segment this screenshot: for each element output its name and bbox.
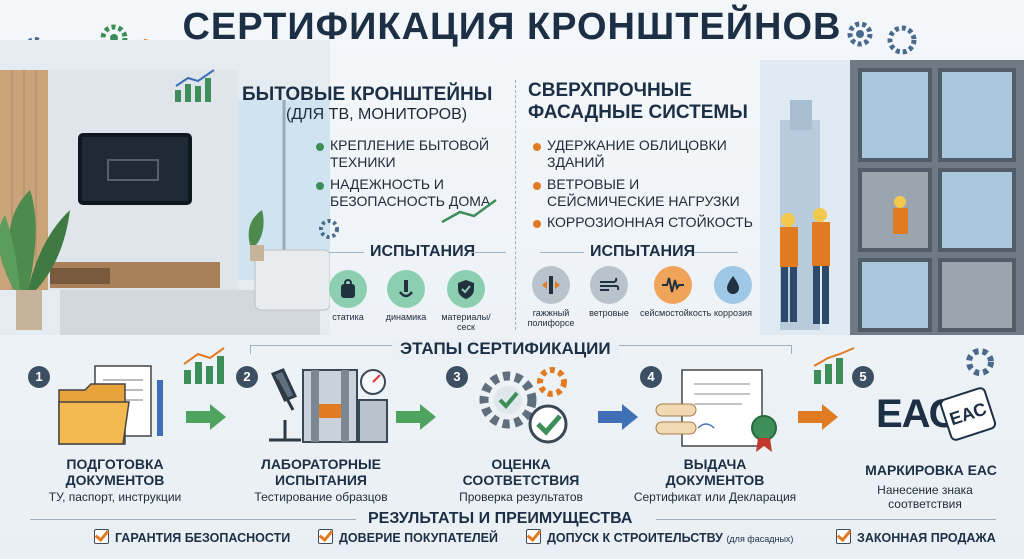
result-item: ЗАКОННАЯ ПРОДАЖА [836, 529, 996, 545]
result-item: ГАРАНТИЯ БЕЗОПАСНОСТИ [94, 529, 290, 545]
stage-title: МАРКИРОВКА ЕАС [865, 462, 997, 478]
test-static: статика [320, 270, 376, 322]
checkbox-icon [526, 529, 541, 544]
living-room-illustration [0, 40, 330, 335]
arrow-right-icon [186, 404, 226, 430]
gear-icon [847, 21, 917, 55]
facade-title: СВЕРХПРОЧНЫЕ ФАСАДНЫЕ СИСТЕМЫ [528, 80, 768, 124]
bullet-dot [316, 143, 324, 151]
facade-title-line1: СВЕРХПРОЧНЫЕ [528, 80, 692, 101]
test-label: материалы/сеск [441, 312, 491, 332]
stage-desc: Проверка результатов [459, 490, 583, 504]
stage-desc: Нанесение знака соответствия [877, 483, 973, 511]
wind-icon [590, 266, 628, 304]
seismic-wave-icon [654, 266, 692, 304]
stage-desc: Сертификат или Декларация [633, 490, 797, 504]
stage-title: ЛАБОРАТОРНЫЕ ИСПЫТАНИЯ [261, 456, 381, 488]
result-item: ДОПУСК К СТРОИТЕЛЬСТВУ (для фасадных) [526, 529, 793, 545]
test-load: гажжный полифорсе [524, 266, 578, 328]
divider [30, 519, 356, 520]
panel-divider [515, 80, 516, 330]
documents-folder-icon [58, 365, 163, 445]
facade-illustration [760, 60, 1024, 335]
press-icon [532, 266, 570, 304]
bullet-dot [533, 182, 541, 190]
stage-title: ОЦЕНКА СООТВЕТСТВИЯ [462, 456, 580, 488]
facade-bullet: УДЕРЖАНИЕ ОБЛИЦОВКИ ЗДАНИЙ [547, 137, 727, 170]
arrow-right-icon [598, 404, 638, 430]
results-label: РЕЗУЛЬТАТЫ И ПРЕИМУЩЕСТВА [368, 510, 633, 527]
divider [540, 252, 584, 253]
gears-check-icon [479, 367, 568, 444]
certificate-icon [655, 369, 777, 452]
bullet-dot [533, 143, 541, 151]
lab-microscope-icon [269, 368, 388, 443]
stage-number: 3 [446, 366, 468, 388]
result-label: ГАРАНТИЯ БЕЗОПАСНОСТИ [115, 531, 291, 545]
gear-icon [966, 348, 994, 376]
test-seismic: сейсмостойкость [640, 266, 712, 318]
result-note: (для фасадных) [726, 534, 794, 544]
test-label: коррозия [714, 308, 752, 318]
test-dynamic: динамика [378, 270, 434, 322]
facade-tests-label: ИСПЫТАНИЯ [590, 243, 696, 260]
growth-chart-icon [813, 347, 855, 384]
facade-bullet: КОРРОЗИОННАЯ СТОЙКОСТЬ [547, 214, 753, 230]
stage-desc: Тестирование образцов [254, 490, 388, 504]
stage-number: 1 [28, 366, 50, 388]
stage-desc: ТУ, паспорт, инструкции [48, 490, 182, 504]
household-tests-label: ИСПЫТАНИЯ [370, 243, 476, 260]
growth-chart-icon [175, 69, 215, 102]
growth-chart-icon [183, 347, 225, 384]
arrow-right-icon [396, 404, 436, 430]
household-subtitle: (ДЛЯ ТВ, МОНИТОРОВ) [286, 106, 468, 123]
test-materials: материалы/сеск [436, 270, 496, 332]
result-label: ДОПУСК К СТРОИТЕЛЬСТВУ [547, 531, 723, 545]
household-title: БЫТОВЫЕ КРОНШТЕЙНЫ [242, 84, 493, 105]
shield-check-icon [447, 270, 485, 308]
test-label: динамика [385, 312, 427, 322]
divider [472, 252, 506, 253]
hook-icon [387, 270, 425, 308]
droplet-icon [714, 266, 752, 304]
result-item: ДОВЕРИЕ ПОКУПАТЕЛЕЙ [318, 529, 498, 545]
stage-number: 4 [640, 366, 662, 388]
stage-number: 2 [236, 366, 258, 388]
test-label: ветровые [589, 308, 629, 318]
checkbox-icon [836, 529, 851, 544]
result-label: ЗАКОННАЯ ПРОДАЖА [857, 531, 996, 545]
checkbox-icon [94, 529, 109, 544]
stage-title: ВЫДАЧА ДОКУМЕНТОВ [665, 456, 765, 488]
result-label: ДОВЕРИЕ ПОКУПАТЕЛЕЙ [339, 531, 499, 545]
stages-label: ЭТАПЫ СЕРТИФИКАЦИИ [392, 339, 619, 359]
divider [694, 252, 738, 253]
facade-bullet: ВЕТРОВЫЕ И СЕЙСМИЧЕСКИЕ НАГРУЗКИ [547, 176, 740, 209]
bullet-dot [316, 182, 324, 190]
checkbox-icon [318, 529, 333, 544]
household-bullet: КРЕПЛЕНИЕ БЫТОВОЙ ТЕХНИКИ [330, 137, 490, 170]
stage-number: 5 [852, 366, 874, 388]
household-bullet: НАДЕЖНОСТЬ И БЕЗОПАСНОСТЬ ДОМА [330, 176, 491, 209]
test-corrosion: коррозия [708, 266, 758, 318]
test-label: сейсмостойкость [640, 308, 712, 318]
arrow-right-icon [798, 404, 838, 430]
divider [656, 519, 996, 520]
stage-title: ПОДГОТОВКА ДОКУМЕНТОВ [65, 456, 165, 488]
divider [330, 252, 364, 253]
test-label: гажжный полифорсе [527, 308, 575, 328]
growth-chart-icon [441, 198, 497, 224]
gear-icon [319, 219, 339, 239]
test-wind: ветровые [582, 266, 636, 318]
weight-icon [329, 270, 367, 308]
test-label: статика [332, 312, 364, 322]
bullet-dot [533, 220, 541, 228]
facade-title-line2: ФАСАДНЫЕ СИСТЕМЫ [528, 102, 748, 123]
